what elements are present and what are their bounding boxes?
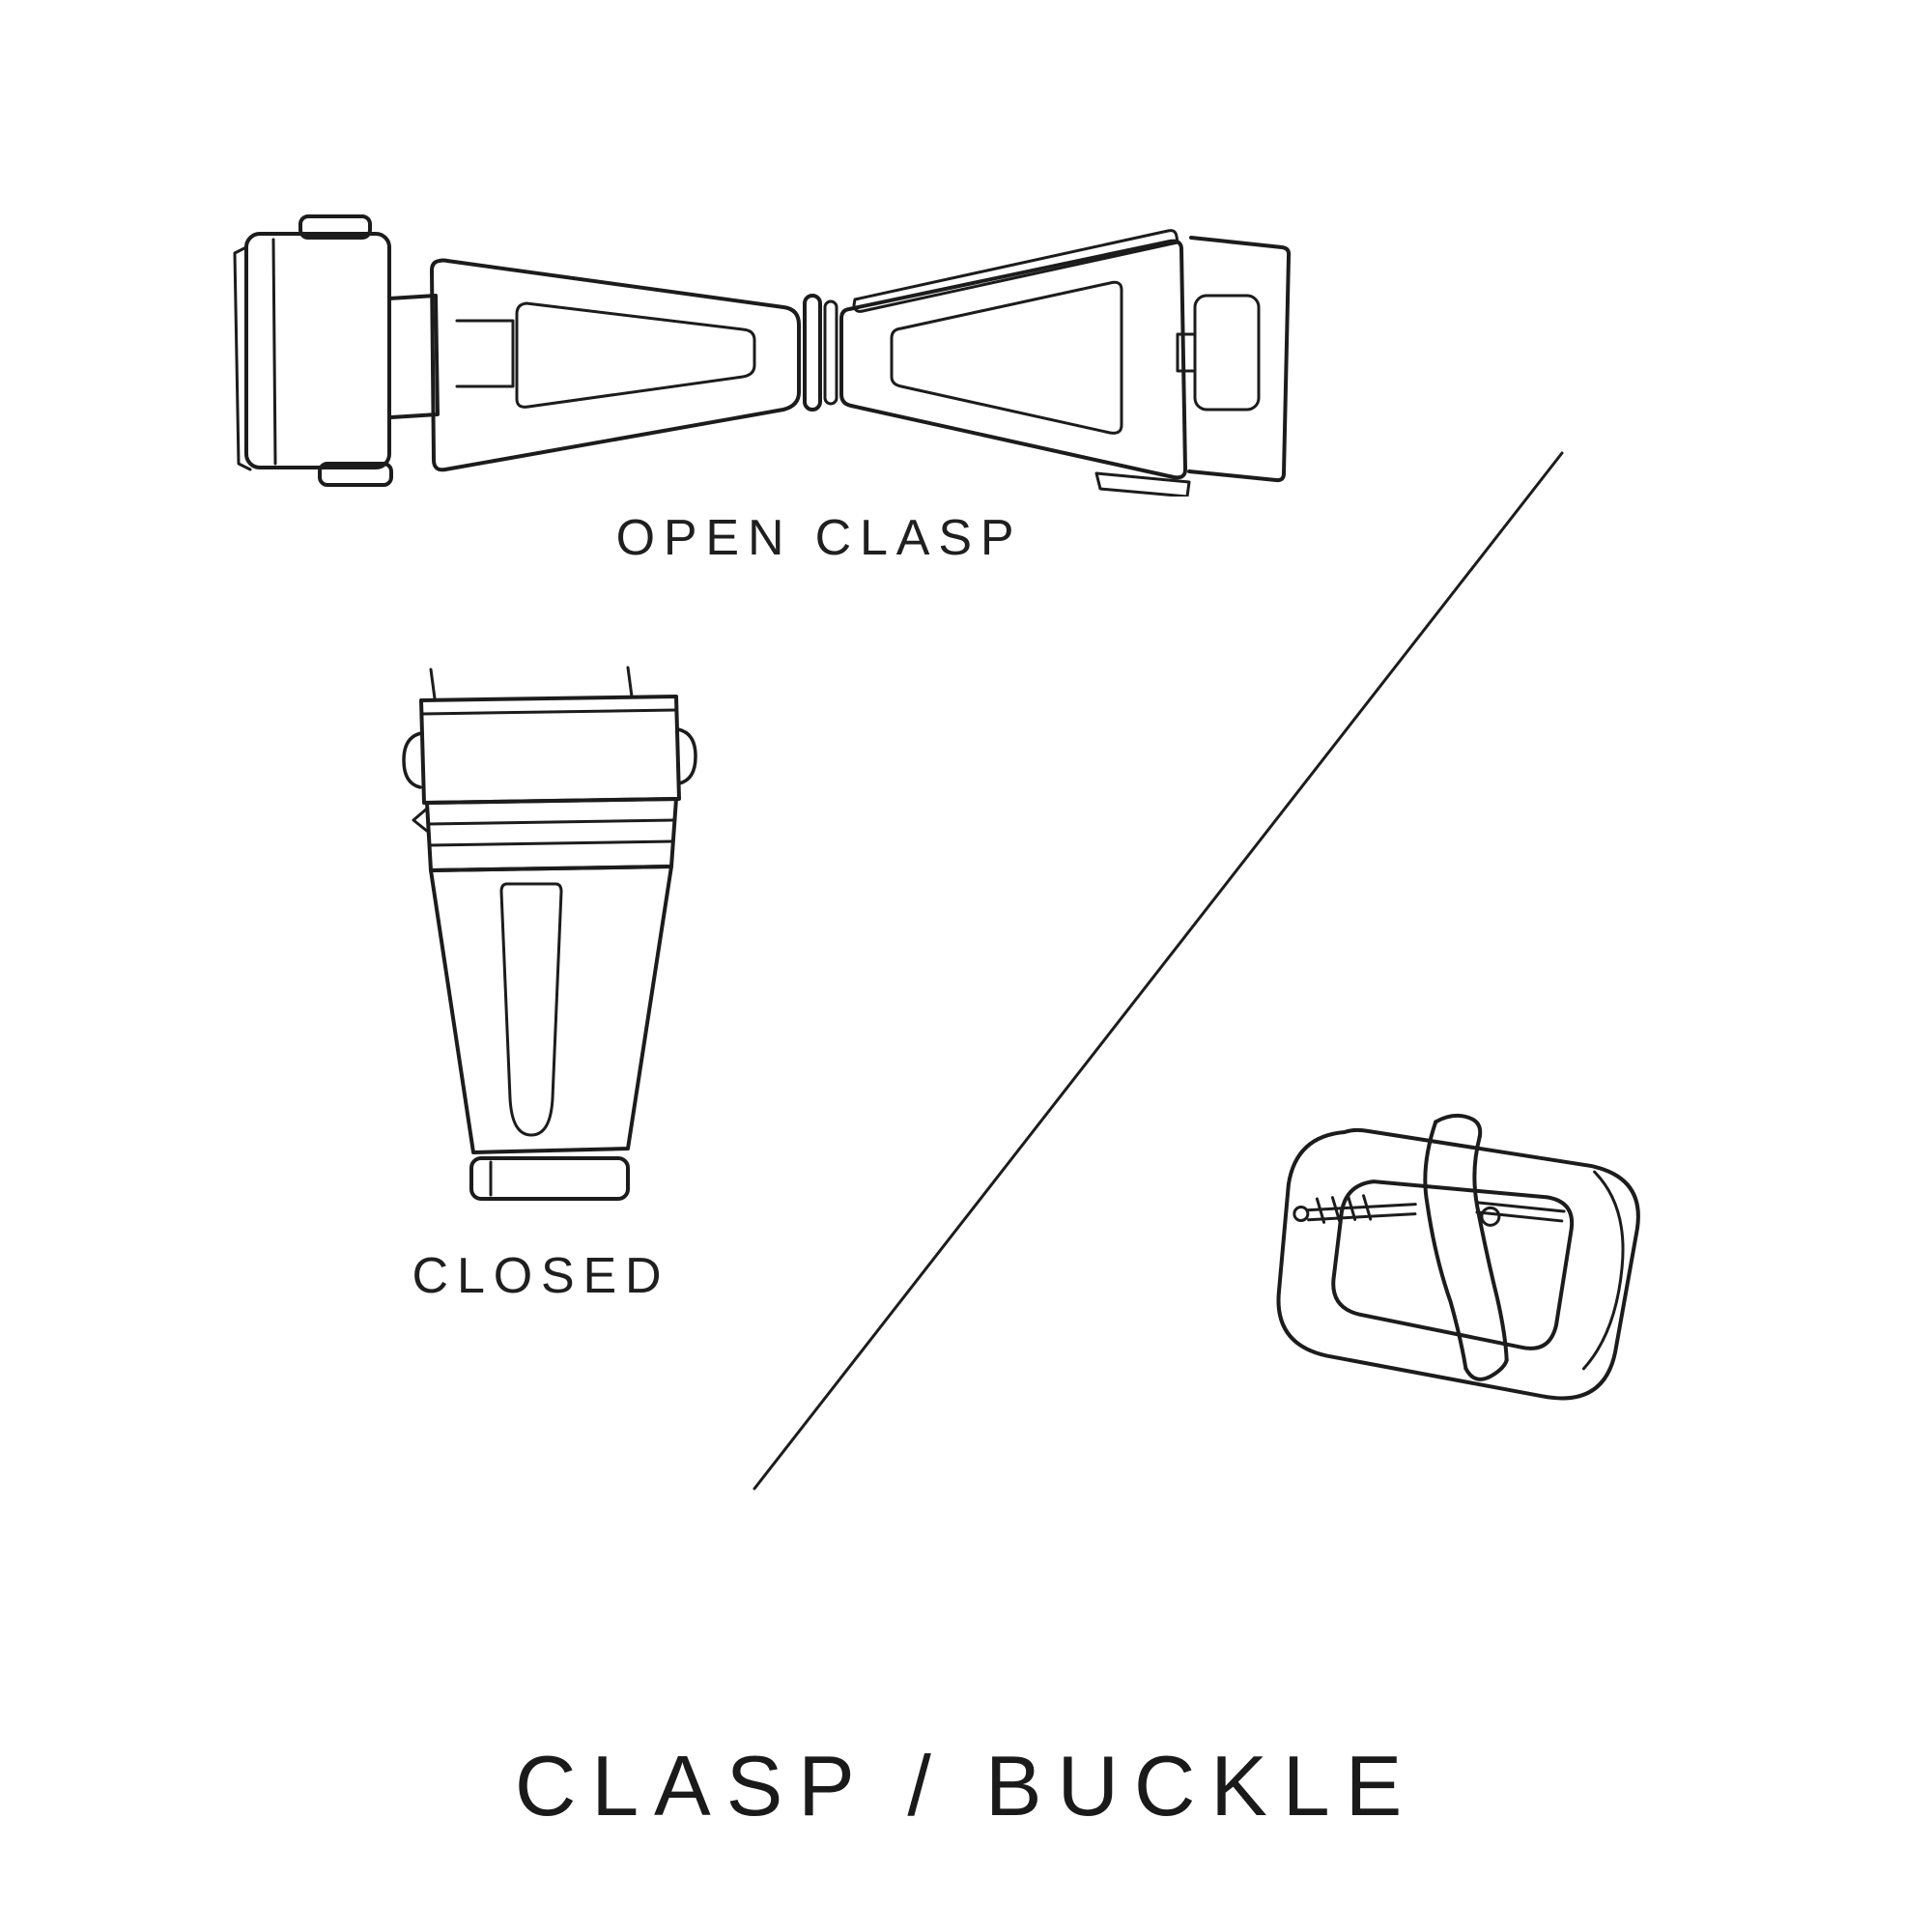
closed-clasp-illustration [386,664,707,1203]
closed-clasp-prongs [429,666,634,700]
page-title: CLASP / BUCKLE [514,1738,1418,1833]
open-clasp-end-link [1176,236,1292,483]
closed-clasp-body [429,865,673,1201]
closed-clasp-hinge-band [412,797,678,872]
open-clasp-label: OPEN CLASP [615,510,1023,566]
divider-line [749,447,1568,1494]
open-clasp-hinge [803,294,838,412]
tang-buckle-illustration [1251,1107,1653,1428]
divider-line-drawing [753,451,1564,1491]
tang-buckle [1276,1113,1640,1401]
tang-buckle-drawing [1276,1113,1640,1401]
closed-clasp-drawing [402,666,697,1201]
open-clasp-illustration [225,187,1317,497]
open-clasp-right-arm [839,229,1191,497]
open-clasp-left-arm [387,258,801,472]
closed-clasp-top-band [402,695,697,805]
open-clasp-left-cap [233,214,393,487]
open-clasp-drawing [233,214,1292,497]
closed-clasp-label: CLOSED [412,1248,670,1304]
